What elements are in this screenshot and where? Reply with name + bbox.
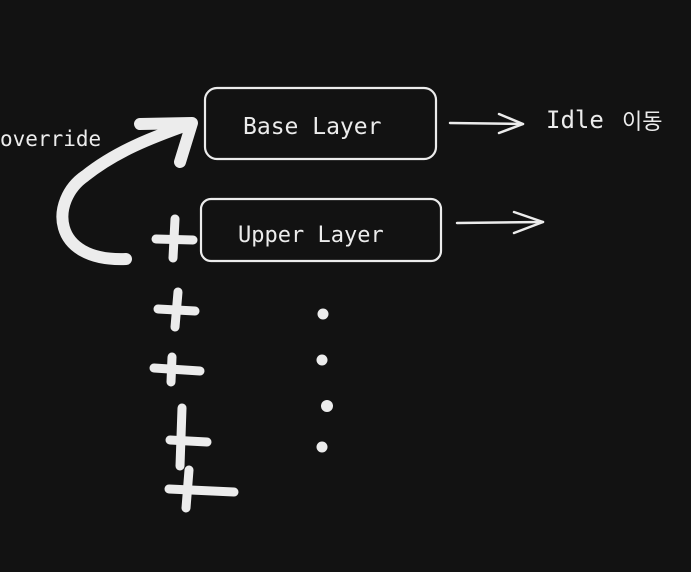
plus-sign <box>153 287 200 332</box>
base-layer-label: Base Layer <box>243 114 381 140</box>
override-label: override <box>0 127 101 151</box>
ellipsis-dot <box>321 400 333 412</box>
plus-sign <box>149 352 205 387</box>
override-curve-arrow <box>56 118 196 266</box>
plus-sign <box>165 403 212 471</box>
upper-layer-label: Upper Layer <box>238 223 384 248</box>
upper-layer-output-arrow <box>455 210 545 235</box>
plus-sign <box>164 465 239 513</box>
ellipsis-dot <box>316 354 328 366</box>
base-layer-output-arrow <box>448 112 525 135</box>
plus-sign <box>151 214 198 263</box>
ellipsis-dot <box>316 441 328 453</box>
base-layer-box: Base Layer <box>203 86 438 161</box>
override-arrowhead <box>134 117 198 168</box>
upper-layer-box: Upper Layer <box>199 197 443 263</box>
idle-label: Idle <box>546 106 604 134</box>
ellipsis-dot <box>317 308 329 320</box>
move-korean-label: 이동 <box>622 110 662 135</box>
